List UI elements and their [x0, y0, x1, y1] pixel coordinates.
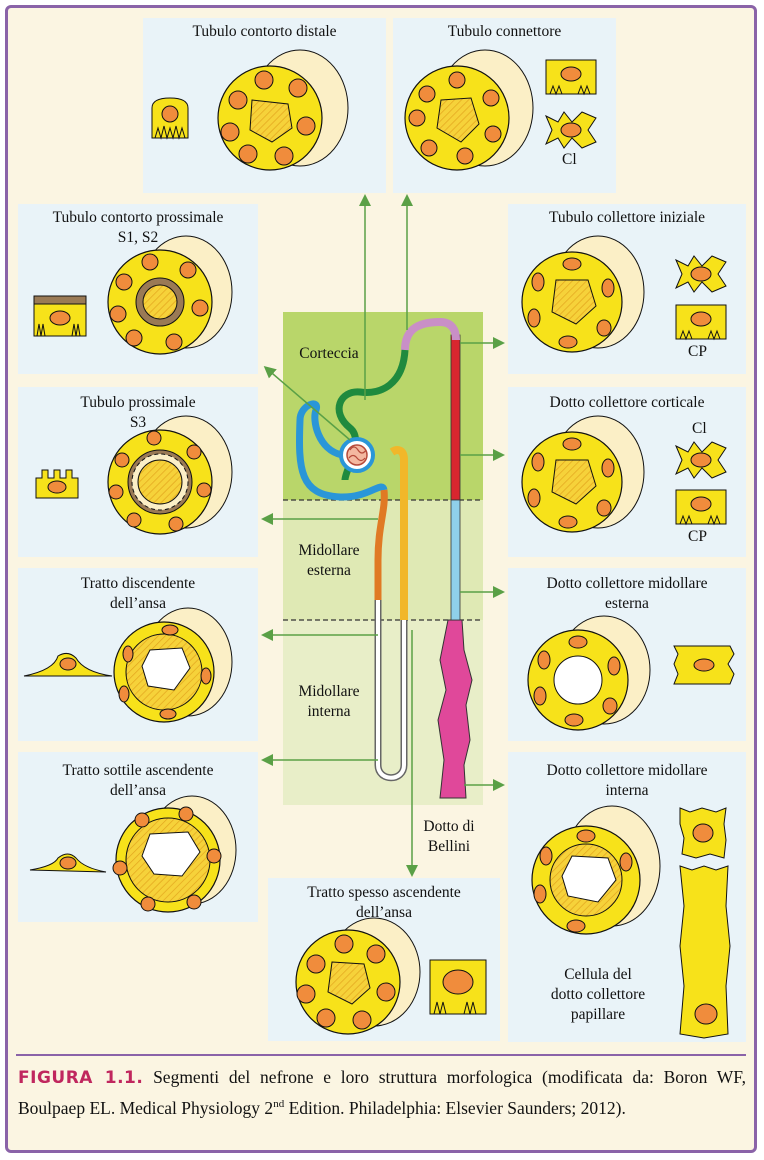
connecting-tubule-segment	[405, 322, 456, 350]
pct-single-cell	[34, 296, 86, 336]
thin-ascending-cell	[30, 854, 106, 872]
zone-label-inner-line2: interna	[283, 703, 375, 721]
descending-limb-cylinder	[114, 608, 232, 722]
thick-ascending-cell	[430, 960, 486, 1014]
thick-ascending-cylinder	[296, 918, 420, 1034]
zone-label-outer-line2: esterna	[283, 562, 375, 580]
caption-divider	[16, 1054, 746, 1056]
s3-cylinder	[108, 416, 232, 534]
label-distal-convoluted-tubule: Tubulo contorto distale	[143, 23, 386, 41]
ict-intercalated-cell	[676, 256, 726, 292]
connecting-cell	[546, 60, 596, 94]
label-connecting-tubule: Tubulo connettore	[393, 23, 616, 41]
ccd-principal-cell	[676, 490, 726, 524]
label-bellini-line2: Bellini	[412, 838, 486, 856]
label-cortical-collecting-duct: Dotto collettore corticale	[508, 394, 746, 412]
imcd-cell	[680, 808, 726, 858]
descending-limb-cell	[24, 653, 112, 676]
figure-caption: FIGURA 1.1. Segmenti del nefrone e loro …	[18, 1064, 746, 1121]
label-initial-collecting-tubule: Tubulo collettore iniziale	[508, 209, 746, 227]
label-bellini-line1: Dotto di	[412, 818, 486, 836]
caption-text-2: Edition. Philadelphia: Elsevier Saunders…	[284, 1098, 626, 1118]
label-pct-line2: S1, S2	[18, 229, 258, 247]
cortical-collecting-duct-segment	[451, 335, 460, 500]
s3-single-cell	[36, 470, 78, 498]
label-papillary-line1: Cellula del	[528, 966, 668, 984]
ccd-intercalated-cell	[676, 442, 726, 478]
thin-loop-segment	[378, 600, 404, 778]
ccd-cylinder	[522, 416, 644, 532]
zone-label-inner-line1: Midollare	[283, 683, 375, 701]
thick-ascending-segment	[392, 450, 404, 620]
label-descending-limb-line2: dell’ansa	[18, 595, 258, 613]
intercalated-cell-cl	[546, 112, 596, 148]
label-descending-limb-line1: Tratto discendente	[18, 575, 258, 593]
dct-single-cell	[152, 98, 188, 138]
ict-cylinder	[522, 236, 644, 352]
zone-label-outer-line1: Midollare	[283, 542, 375, 560]
papillary-cell	[680, 866, 730, 1038]
label-papillary-line3: papillare	[528, 1006, 668, 1024]
label-cl-connecting: Cl	[562, 151, 577, 169]
label-imcd-line2: interna	[508, 782, 746, 800]
nephron	[299, 322, 472, 798]
label-cp-cortical: CP	[688, 528, 707, 546]
s3-segment	[378, 490, 384, 600]
label-thin-ascending-line1: Tratto sottile ascendente	[18, 762, 258, 780]
label-imcd-line1: Dotto collettore midollare	[508, 762, 746, 780]
label-pct-line1: Tubulo contorto prossimale	[18, 209, 258, 227]
outer-medullary-collecting-duct-segment	[451, 500, 460, 620]
connecting-tubule-cylinder	[405, 50, 533, 170]
label-thick-ascending-line1: Tratto spesso ascendente	[268, 884, 500, 902]
label-papillary-line2: dotto collettore	[528, 986, 668, 1004]
zone-label-cortex: Corteccia	[283, 345, 375, 363]
ict-principal-cell	[676, 305, 726, 339]
label-thick-ascending-line2: dell’ansa	[268, 904, 500, 922]
figure-label: FIGURA 1.1.	[18, 1068, 143, 1088]
label-s3-line1: Tubulo prossimale	[18, 394, 258, 412]
dct-cylinder	[218, 50, 348, 170]
label-cl-cortical: Cl	[692, 420, 707, 438]
label-omcd-line1: Dotto collettore midollare	[508, 575, 746, 593]
papillary-duct-shape	[438, 620, 472, 798]
label-omcd-line2: esterna	[508, 595, 746, 613]
label-cp-initial: CP	[688, 343, 707, 361]
omcd-cell	[674, 646, 734, 684]
thin-ascending-cylinder	[113, 796, 236, 912]
imcd-cylinder	[532, 806, 660, 934]
omcd-cylinder	[528, 616, 650, 730]
caption-superscript: nd	[273, 1098, 284, 1110]
label-s3-line2: S3	[18, 414, 258, 432]
pct-cylinder	[108, 236, 232, 354]
label-thin-ascending-line2: dell’ansa	[18, 782, 258, 800]
